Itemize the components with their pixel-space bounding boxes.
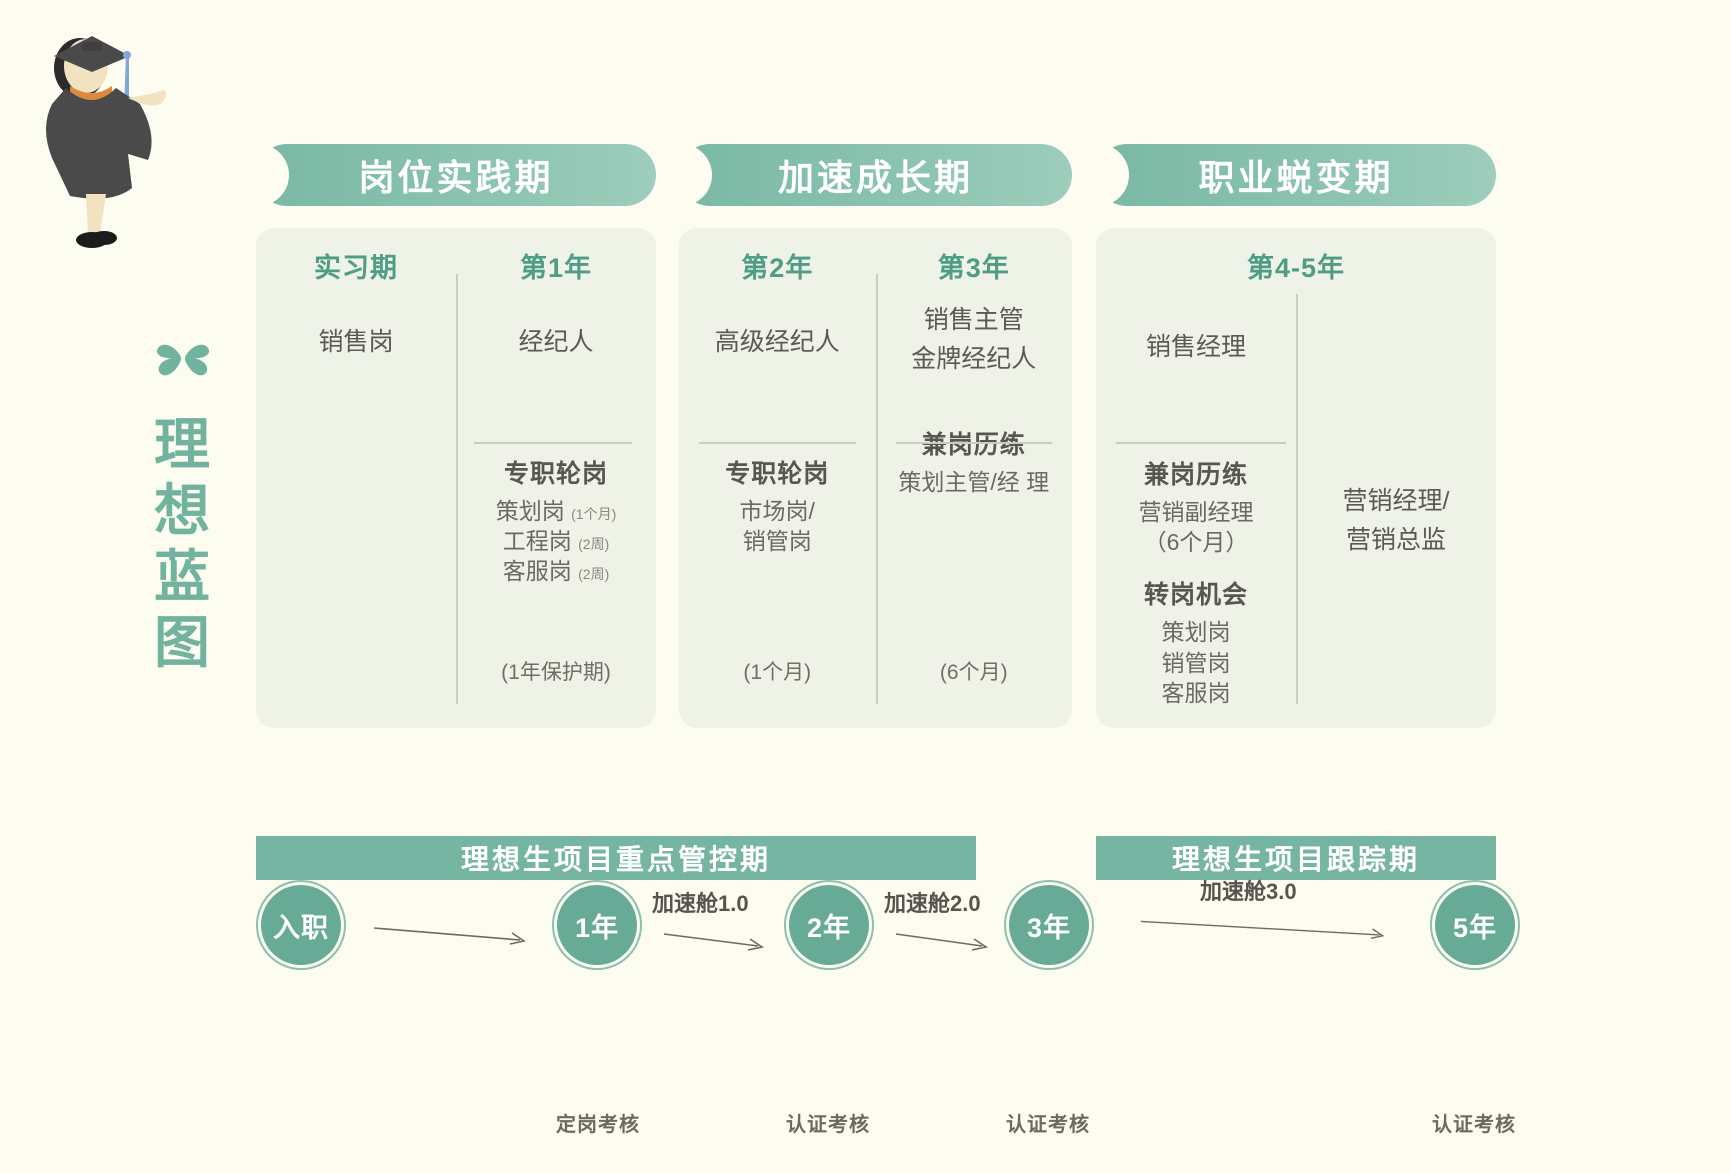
timeline: 入职 1年 2年 3年 5年 加速舱1.0 加速舱2.0 加速舱3.0 定岗考核…: [0, 879, 1730, 1136]
phase-note: (1年保护期): [501, 661, 611, 684]
node-ring: [552, 880, 642, 970]
section-list: 策划岗 销管岗 客服岗: [1104, 617, 1288, 708]
phase-3-body: 第4-5年 销售经理 兼岗历练 营销副经理 （6个月） 转岗机会 策划岗 销管岗…: [1096, 228, 1496, 728]
role: 经纪人: [518, 328, 594, 356]
year-label: 实习期: [314, 253, 398, 283]
phase-2-body: 第2年 高级经纪人 专职轮岗 市场岗/ 销管岗 (1个月) 第3年 销售主管 金…: [679, 228, 1072, 728]
section-title: 兼岗历练: [921, 430, 1026, 459]
assessment-label-3: 认证考核: [1006, 1114, 1090, 1136]
role: 营销经理/: [1342, 487, 1450, 515]
timeline-arrow-1: [664, 933, 765, 951]
rotation-name: 市场岗/: [739, 497, 815, 524]
rotation-name: 客服岗: [1161, 680, 1231, 707]
node-ring: [1004, 880, 1094, 970]
sidebar-title: 理 想 蓝 图: [128, 412, 238, 676]
year-label: 第3年: [937, 253, 1010, 283]
rotation-name: 营销副经理: [1138, 498, 1254, 525]
phase-3: 职业蜕变期 第4-5年 销售经理 兼岗历练 营销副经理 （6个月） 转岗机会 策…: [1095, 144, 1496, 728]
timeline-arrow-2: [896, 933, 989, 951]
timeline-arrow-0: [374, 927, 527, 945]
node-label: 入职: [261, 885, 341, 965]
timeline-arrow-3: [1140, 920, 1385, 939]
node-ring: [256, 880, 346, 970]
timeline-node-4[interactable]: 5年: [1430, 880, 1520, 970]
phase-1-body: 实习期 销售岗 第1年 经纪人 专职轮岗 策划岗 (1个月) 工程岗 (2周) …: [256, 228, 656, 728]
phase-1: 岗位实践期 实习期 销售岗 第1年 经纪人 专职轮岗 策划岗 (1个月) 工程岗: [255, 144, 656, 728]
banner-tracking-period: 理想生项目跟踪期: [1096, 836, 1496, 880]
year-label: 第1年: [519, 253, 593, 283]
section-title: 兼岗历练: [1143, 460, 1248, 489]
cabin-label-1: 加速舱2.0: [884, 891, 981, 916]
phase-1-col-1: 第1年 经纪人 专职轮岗 策划岗 (1个月) 工程岗 (2周) 客服岗 (2周): [456, 246, 656, 728]
phase-1-col-0: 实习期 销售岗: [256, 246, 456, 728]
section-title: 专职轮岗: [725, 459, 830, 488]
assessment-label-1: 定岗考核: [556, 1114, 640, 1136]
cabin-label-2: 加速舱3.0: [1200, 879, 1297, 904]
phase-2-header: 加速成长期: [678, 144, 1072, 206]
graduate-illustration: [8, 8, 188, 258]
phase-2-col-1: 第3年 销售主管 金牌经纪人 兼岗历练 策划主管/经 理 (6个月): [876, 246, 1073, 728]
rotation-name: 销管岗: [742, 528, 812, 555]
role: 销售经理: [1145, 333, 1246, 361]
node-label: 1年: [557, 885, 637, 965]
section-list: 策划主管/经 理: [884, 467, 1065, 497]
timeline-node-1[interactable]: 1年: [552, 880, 642, 970]
assessment-label-2: 认证考核: [786, 1114, 870, 1136]
rotation-name: 策划岗: [1161, 619, 1231, 646]
role: 金牌经纪人: [911, 344, 1037, 373]
title-char-1: 想: [154, 479, 212, 543]
sidebar-title-block: 理 想 蓝 图: [128, 330, 238, 676]
role: 销售主管: [923, 306, 1024, 334]
phase-3-header: 职业蜕变期: [1095, 144, 1496, 206]
title-char-0: 理: [154, 413, 212, 476]
year-label: 第2年: [741, 253, 814, 283]
rotation-name: 工程岗: [502, 528, 572, 555]
phase-2-col-0: 第2年 高级经纪人 专职轮岗 市场岗/ 销管岗 (1个月): [679, 246, 876, 728]
title-char-2: 蓝: [154, 545, 212, 609]
role: 营销总监: [1345, 525, 1446, 554]
node-label: 3年: [1009, 885, 1089, 965]
section-title: 转岗机会: [1143, 581, 1248, 610]
rotation-duration: （6个月）: [1143, 529, 1249, 556]
cabin-label-0: 加速舱1.0: [652, 891, 749, 916]
rotation-name: 策划主管/经 理: [898, 468, 1050, 495]
year-label: 第4-5年: [1246, 253, 1346, 283]
phase-1-header: 岗位实践期: [255, 144, 656, 206]
rotation-duration: (2周): [578, 536, 610, 553]
section-list: 市场岗/ 销管岗: [687, 496, 868, 557]
role: 高级经纪人: [714, 328, 840, 356]
node-ring: [784, 880, 874, 970]
timeline-node-0[interactable]: 入职: [256, 880, 346, 970]
phase-3-col-0: 销售经理 兼岗历练 营销副经理 （6个月） 转岗机会 策划岗 销管岗 客服岗: [1096, 246, 1296, 728]
node-ring: [1430, 880, 1520, 970]
rotation-name: 客服岗: [502, 558, 572, 585]
rotation-name: 销管岗: [1161, 649, 1231, 676]
section-title: 专职轮岗: [503, 459, 608, 488]
rotation-duration: (2周): [578, 566, 610, 583]
assessment-label-4: 认证考核: [1432, 1114, 1516, 1136]
title-char-3: 图: [154, 611, 212, 675]
phase-2: 加速成长期 第2年 高级经纪人 专职轮岗 市场岗/ 销管岗 (1个月) 第3年 …: [678, 144, 1072, 728]
timeline-node-3[interactable]: 3年: [1004, 880, 1094, 970]
section-list: 营销副经理 （6个月）: [1104, 497, 1288, 558]
phase-note: (1个月): [743, 661, 812, 684]
rotation-duration: (1个月): [571, 505, 617, 522]
rotation-name: 策划岗: [495, 497, 565, 524]
phase-note: (6个月): [939, 661, 1008, 684]
node-label: 5年: [1435, 885, 1515, 965]
node-label: 2年: [789, 885, 869, 965]
phase-3-col-1: 营销经理/ 营销总监: [1296, 246, 1496, 728]
section-list: 策划岗 (1个月) 工程岗 (2周) 客服岗 (2周): [464, 496, 648, 587]
timeline-node-2[interactable]: 2年: [784, 880, 874, 970]
banner-control-period: 理想生项目重点管控期: [256, 836, 976, 880]
clover-icon: [156, 344, 210, 376]
role: 销售岗: [318, 328, 394, 356]
